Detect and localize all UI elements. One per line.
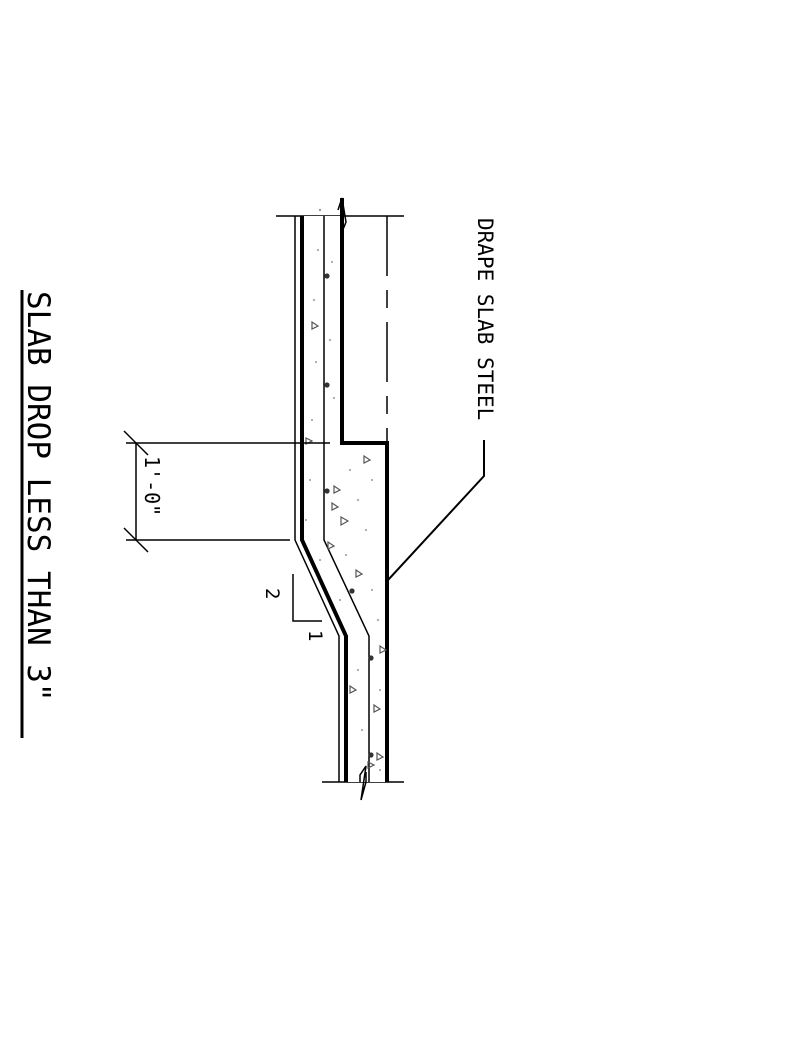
dim-tick-bottom bbox=[123, 527, 149, 553]
drape-slab-steel-note: DRAPE SLAB STEEL bbox=[473, 218, 497, 420]
slope-rise-text: 1 bbox=[304, 630, 326, 641]
top-break-line bbox=[337, 197, 347, 233]
slab-bottom-face bbox=[300, 216, 348, 782]
concrete-speckle bbox=[305, 209, 381, 771]
dimension-1ft: 1'-0" bbox=[123, 430, 330, 553]
concrete-aggregate bbox=[305, 320, 388, 769]
slope-indicator: 2 1 bbox=[261, 574, 326, 641]
bottom-break-line bbox=[359, 765, 367, 801]
draped-slab-steel bbox=[323, 216, 370, 782]
slab-top-face bbox=[340, 198, 389, 782]
dim-tick-top bbox=[123, 430, 149, 456]
vapor-barrier-line bbox=[294, 216, 340, 782]
detail-title-text: SLAB DROP LESS THAN 3" bbox=[20, 291, 56, 702]
rebar-dots bbox=[324, 273, 374, 758]
dimension-text: 1'-0" bbox=[140, 456, 164, 516]
detail-title: SLAB DROP LESS THAN 3" bbox=[20, 290, 56, 738]
slope-run-text: 2 bbox=[261, 588, 283, 599]
